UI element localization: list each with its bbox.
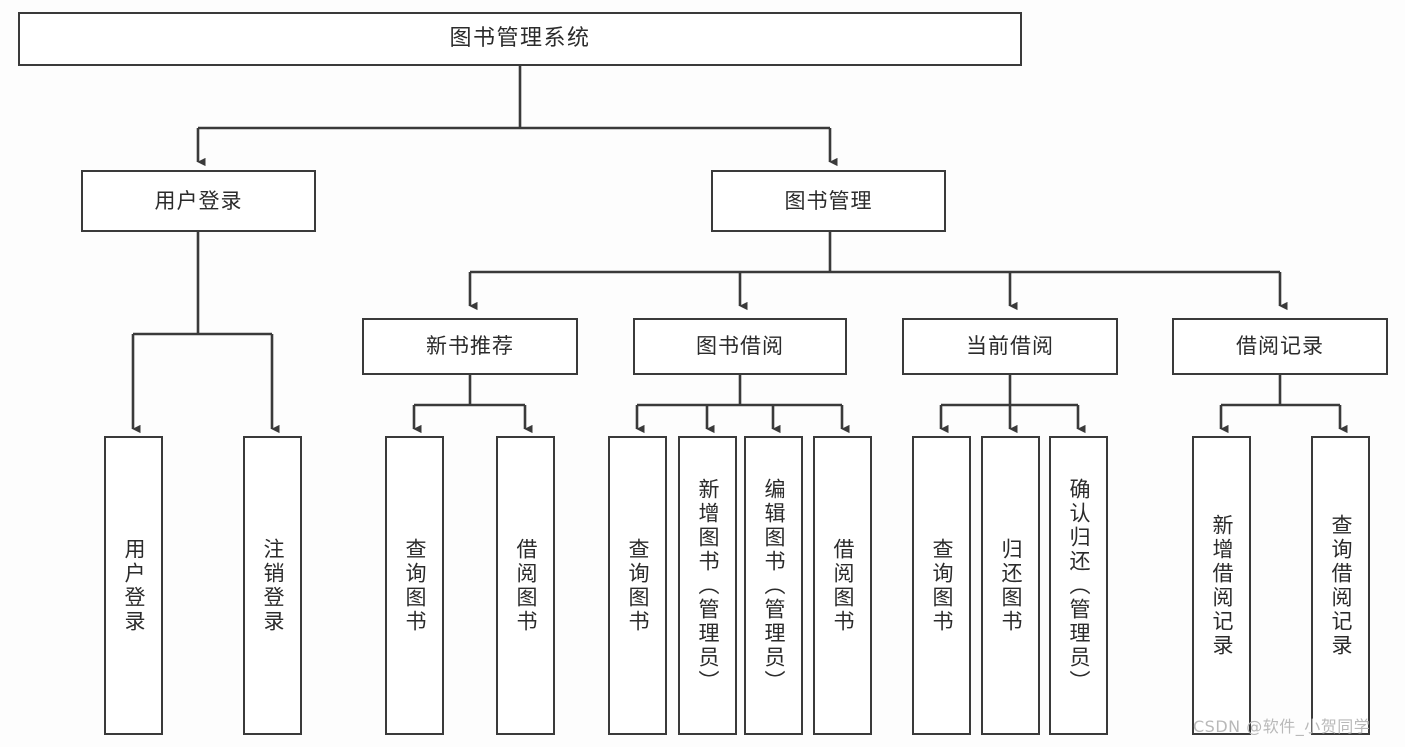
node-root-book-management-system[interactable]: 图书管理系统: [18, 12, 1022, 66]
node-label: 确认归还（管理员）: [1067, 477, 1091, 694]
leaf-query-book-1[interactable]: 查询图书: [385, 436, 444, 735]
node-label: 借阅图书: [514, 537, 538, 634]
node-label: 查询图书: [930, 537, 954, 634]
node-borrow-record[interactable]: 借阅记录: [1172, 318, 1388, 375]
node-label: 新增借阅记录: [1210, 513, 1234, 658]
node-label: 查询借阅记录: [1329, 513, 1353, 658]
csdn-watermark: CSDN @软件_小贺同学: [1193, 717, 1371, 736]
node-label: 新书推荐: [426, 334, 514, 359]
node-label: 用户登录: [122, 537, 146, 634]
leaf-add-book[interactable]: 新增图书（管理员）: [678, 436, 737, 735]
leaf-add-record[interactable]: 新增借阅记录: [1192, 436, 1251, 735]
node-label: 借阅记录: [1236, 334, 1324, 359]
node-user-login[interactable]: 用户登录: [81, 170, 316, 232]
leaf-query-book-2[interactable]: 查询图书: [608, 436, 667, 735]
node-label: 图书借阅: [696, 334, 784, 359]
node-label: 借阅图书: [831, 537, 855, 634]
node-label: 归还图书: [999, 537, 1023, 634]
leaf-query-book-3[interactable]: 查询图书: [912, 436, 971, 735]
node-label: 查询图书: [403, 537, 427, 634]
node-label: 图书管理: [784, 188, 873, 213]
leaf-return-book[interactable]: 归还图书: [981, 436, 1040, 735]
node-label: 查询图书: [626, 537, 650, 634]
node-label: 编辑图书（管理员）: [762, 477, 786, 694]
leaf-edit-book[interactable]: 编辑图书（管理员）: [744, 436, 803, 735]
leaf-confirm-return[interactable]: 确认归还（管理员）: [1049, 436, 1108, 735]
leaf-borrow-book-2[interactable]: 借阅图书: [813, 436, 872, 735]
leaf-query-record[interactable]: 查询借阅记录: [1311, 436, 1370, 735]
node-current-borrow[interactable]: 当前借阅: [902, 318, 1118, 375]
leaf-user-login[interactable]: 用户登录: [104, 436, 163, 735]
node-book-manage[interactable]: 图书管理: [711, 170, 946, 232]
leaf-logout[interactable]: 注销登录: [243, 436, 302, 735]
node-label: 新增图书（管理员）: [696, 477, 720, 694]
node-label: 用户登录: [154, 188, 243, 213]
node-label: 图书管理系统: [449, 26, 591, 52]
node-new-book-recommend[interactable]: 新书推荐: [362, 318, 578, 375]
leaf-borrow-book-1[interactable]: 借阅图书: [496, 436, 555, 735]
node-label: 注销登录: [261, 537, 285, 634]
node-book-borrow[interactable]: 图书借阅: [633, 318, 847, 375]
node-label: 当前借阅: [966, 334, 1054, 359]
